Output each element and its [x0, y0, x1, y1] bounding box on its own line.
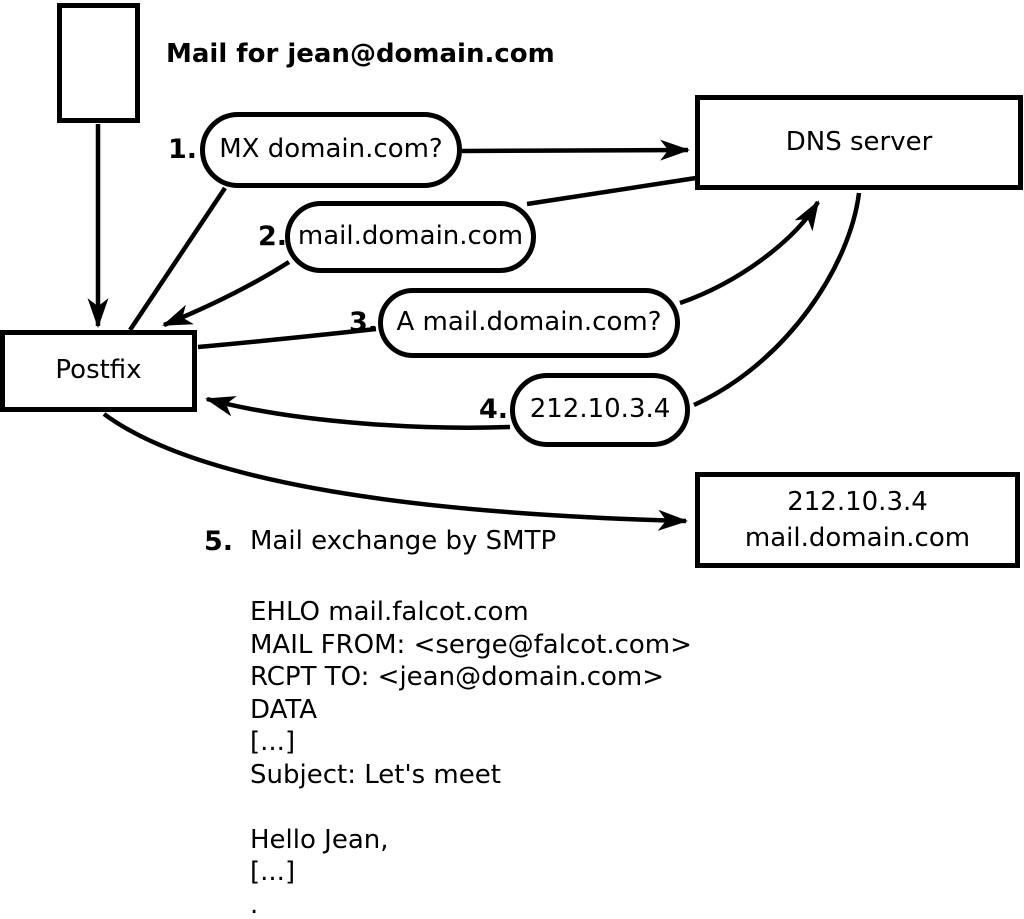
diagram-title: Mail for jean@domain.com: [166, 39, 555, 69]
mail-server-hostname: mail.domain.com: [744, 523, 971, 553]
query-mx-pill: MX domain.com?: [200, 112, 462, 188]
line-postfix-to-query1: [128, 186, 227, 332]
reply-a-pill: 212.10.3.4: [510, 373, 690, 447]
mail-document: [57, 3, 140, 123]
step-number-2: 2.: [257, 221, 287, 252]
mail-server-box: 212.10.3.4 mail.domain.com: [695, 472, 1020, 568]
postfix-label: Postfix: [55, 355, 142, 386]
mail-server-ip: 212.10.3.4: [787, 487, 928, 517]
reply-a-label: 212.10.3.4: [529, 394, 671, 425]
arrow-reply2-to-postfix: [162, 260, 291, 328]
arrow-query3-to-dns: [679, 200, 820, 306]
postfix-box: Postfix: [0, 330, 197, 412]
smtp-session-text: EHLO mail.falcot.com MAIL FROM: <serge@f…: [250, 597, 692, 919]
query-a-pill: A mail.domain.com?: [378, 288, 680, 358]
line-dns-to-reply4: [693, 192, 862, 408]
line-dns-to-reply2: [526, 175, 697, 207]
line-postfix-to-query3: [197, 326, 377, 350]
dns-server-box: DNS server: [695, 95, 1023, 190]
reply-mx-label: mail.domain.com: [297, 221, 524, 252]
smtp-step-label: Mail exchange by SMTP: [250, 526, 557, 556]
query-a-label: A mail.domain.com?: [396, 307, 662, 338]
step-number-1: 1.: [167, 134, 197, 165]
dns-server-label: DNS server: [785, 126, 933, 157]
query-mx-label: MX domain.com?: [219, 134, 443, 165]
step-number-5: 5.: [203, 526, 233, 557]
reply-mx-pill: mail.domain.com: [285, 201, 536, 273]
step-number-4: 4.: [478, 394, 508, 425]
arrow-reply4-to-postfix: [204, 396, 511, 430]
arrow-query1-to-dns: [461, 139, 691, 161]
step-number-3: 3.: [348, 307, 378, 338]
arrow-postfix-to-mailserver: [102, 412, 689, 531]
